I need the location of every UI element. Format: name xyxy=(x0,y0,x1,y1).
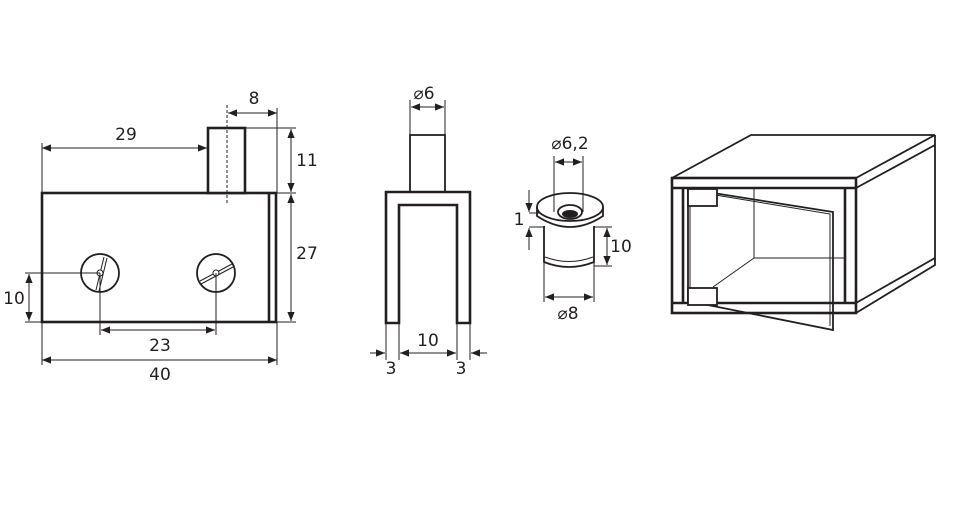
dim-hole-diameter-label: ⌀6,2 xyxy=(551,134,588,154)
dim-offset-label: 29 xyxy=(115,125,137,145)
dim-right-leg-label: 3 xyxy=(456,359,467,379)
dim-hole-height-label: 10 xyxy=(3,289,25,309)
dim-pin-diameter-label: ⌀6 xyxy=(413,84,434,104)
dim-hole-spacing-label: 23 xyxy=(149,336,171,356)
bushing-view: ⌀6,2 1 10 ⌀8 xyxy=(514,134,632,324)
glass-door xyxy=(687,187,834,332)
dim-outer-diameter-label: ⌀8 xyxy=(557,304,578,324)
fork-pin-view: ⌀6 10 3 3 xyxy=(370,84,487,379)
dim-length-label: 40 xyxy=(149,365,171,385)
dim-height-label: 10 xyxy=(610,237,632,257)
dim-left-leg-label: 3 xyxy=(386,359,397,379)
plate-side-view: 8 29 11 27 10 23 40 xyxy=(3,89,318,385)
top-clip xyxy=(687,188,718,207)
cabinet-illustration xyxy=(670,134,936,332)
dim-width-label: 8 xyxy=(249,89,260,109)
dim-gap-label: 10 xyxy=(417,331,439,351)
dim-flange-label: 1 xyxy=(514,210,525,230)
dim-pin-height-label: 11 xyxy=(296,151,318,171)
dim-body-height-label: 27 xyxy=(296,244,318,264)
bottom-clip xyxy=(687,287,718,306)
